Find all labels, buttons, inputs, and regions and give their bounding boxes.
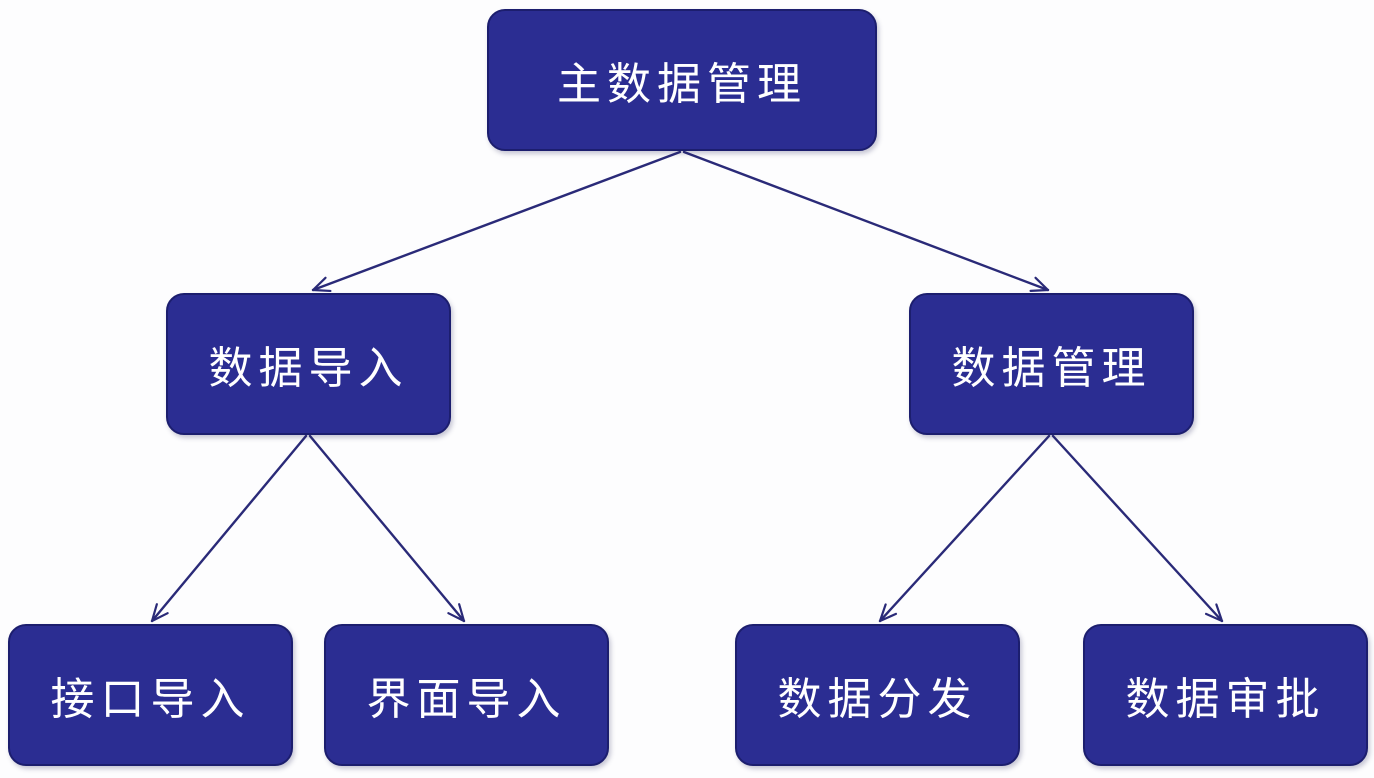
- node-master-data-management: 主数据管理: [487, 9, 877, 151]
- connector-import-to-api: [150, 434, 308, 623]
- node-ui-import: 界面导入: [324, 624, 609, 766]
- node-label: 界面导入: [366, 674, 567, 725]
- connector-manage-to-dist: [878, 434, 1051, 623]
- node-data-distribution: 数据分发: [735, 624, 1020, 766]
- node-label: 数据导入: [208, 343, 409, 394]
- node-data-management: 数据管理: [909, 293, 1194, 435]
- connector-root-to-manage: [682, 150, 1050, 292]
- node-label: 数据管理: [951, 343, 1152, 394]
- node-label: 数据审批: [1125, 674, 1326, 725]
- node-label: 主数据管理: [557, 59, 807, 110]
- connector-manage-to-approve: [1051, 434, 1224, 623]
- connector-import-to-ui: [308, 434, 466, 623]
- node-interface-import: 接口导入: [8, 624, 293, 766]
- node-label: 接口导入: [50, 674, 251, 725]
- node-data-import: 数据导入: [166, 293, 451, 435]
- node-label: 数据分发: [777, 674, 978, 725]
- connector-root-to-import: [311, 150, 682, 293]
- node-data-approval: 数据审批: [1083, 624, 1368, 766]
